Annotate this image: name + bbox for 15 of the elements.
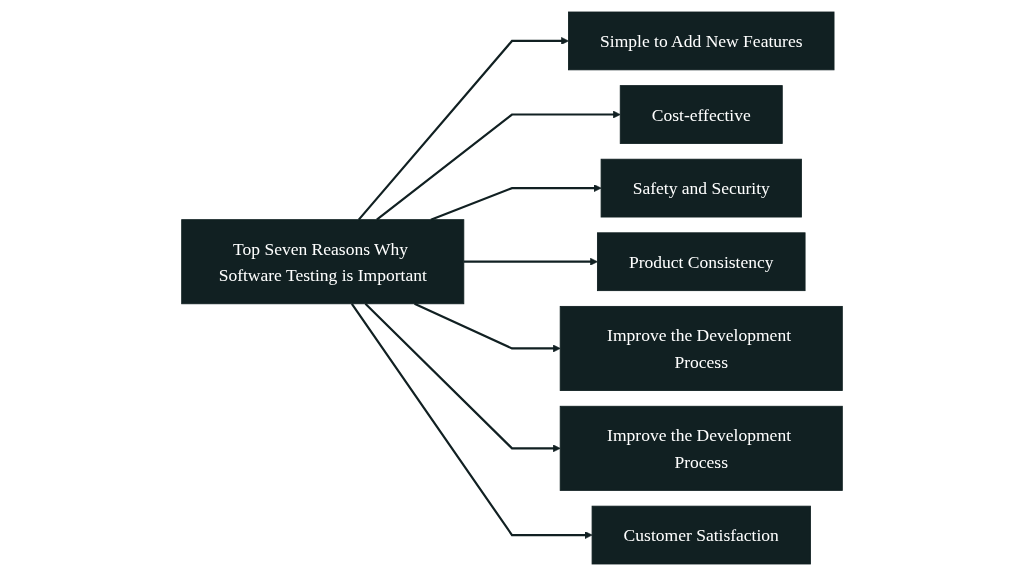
arrow	[414, 302, 561, 353]
node-box: Cost-effective	[619, 85, 783, 144]
node-box: Customer Satisfaction	[591, 505, 811, 565]
arrow	[430, 184, 602, 221]
node-box: Top Seven Reasons Why Software Testing is Important	[181, 219, 465, 305]
node-box: Safety and Security	[600, 158, 802, 218]
node-box: Improve the Development Process	[559, 305, 843, 391]
arrow	[376, 110, 621, 221]
node-box: Product Consistency	[597, 232, 806, 292]
arrow	[357, 37, 569, 221]
arrow	[350, 303, 593, 539]
arrow	[463, 257, 598, 266]
node-box: Improve the Development Process	[559, 405, 843, 491]
arrow	[364, 303, 561, 453]
node-box: Simple to Add New Features	[568, 11, 835, 71]
